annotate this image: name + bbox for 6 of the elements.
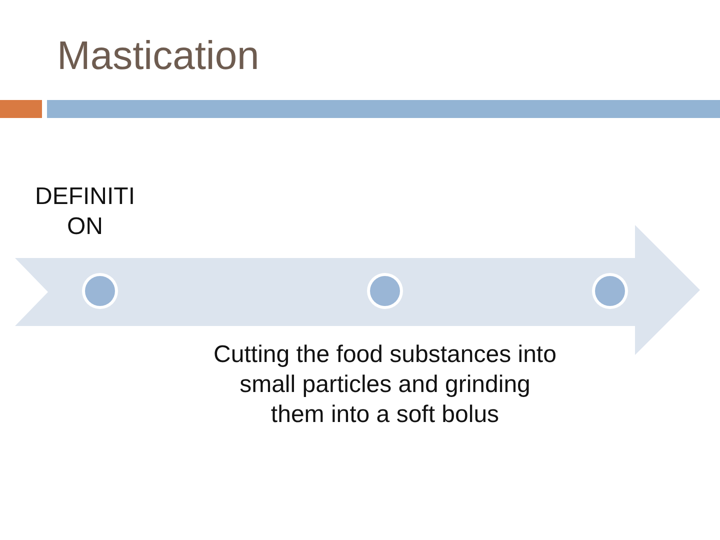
timeline-dot	[595, 276, 625, 306]
timeline-dot	[370, 276, 400, 306]
timeline-dot	[85, 276, 115, 306]
step-text: DEFINITI ON	[34, 182, 136, 242]
slide-title: Mastication	[57, 33, 260, 80]
step-text: Cutting the food substances into small particles and grinding them into a soft bolus	[212, 340, 558, 430]
